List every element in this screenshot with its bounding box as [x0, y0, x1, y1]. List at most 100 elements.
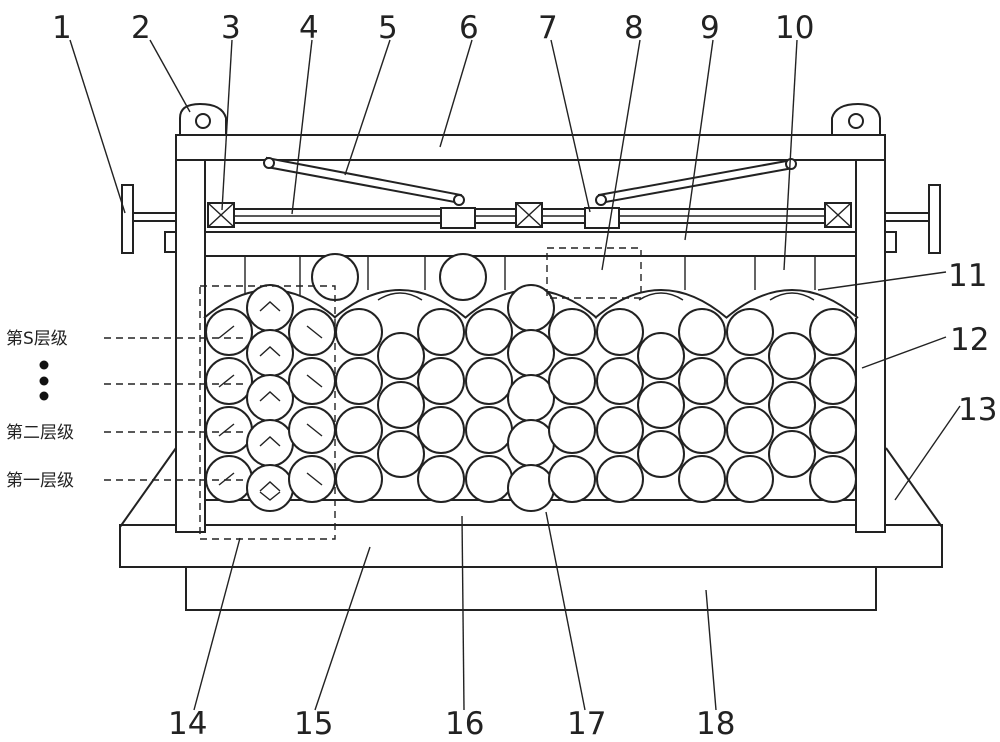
- force-chevron: [259, 391, 281, 402]
- roller: [637, 430, 685, 478]
- roller: [507, 464, 555, 512]
- part-number: 4: [299, 10, 319, 46]
- roller: [335, 455, 383, 503]
- platform: [119, 524, 943, 568]
- roller: [548, 357, 596, 405]
- roller: [465, 455, 513, 503]
- roller: [678, 357, 726, 405]
- roller: [548, 406, 596, 454]
- roller: [465, 308, 513, 356]
- roller: [548, 455, 596, 503]
- force-chevron: [218, 472, 235, 486]
- roller: [465, 406, 513, 454]
- roller-stack: [205, 284, 857, 512]
- roller: [596, 406, 644, 454]
- right-stop-block: [884, 231, 897, 253]
- guide-beam: [204, 231, 857, 257]
- force-chevron: [306, 325, 323, 339]
- right-lifting-lug: [831, 102, 881, 136]
- part-number: 5: [378, 10, 398, 46]
- part-number: 7: [538, 10, 558, 46]
- part-number: 17: [567, 706, 606, 742]
- part-number: 13: [958, 392, 997, 428]
- right-post: [855, 136, 886, 533]
- roller: [768, 332, 816, 380]
- part-number: 18: [696, 706, 735, 742]
- roller: [507, 374, 555, 422]
- roller: [246, 374, 294, 422]
- roller: [246, 419, 294, 467]
- force-chevron: [306, 472, 323, 486]
- roller: [726, 308, 774, 356]
- roller: [726, 455, 774, 503]
- roller: [809, 308, 857, 356]
- left-linkage-arm: [263, 156, 465, 206]
- left-brace: [119, 447, 177, 528]
- base-plate: [185, 564, 877, 611]
- right-brace: [885, 447, 943, 528]
- leader-lines: [69, 39, 961, 711]
- roller: [288, 455, 336, 503]
- detail-box-14: [199, 285, 336, 540]
- part-number: 14: [168, 706, 207, 742]
- roller: [205, 357, 253, 405]
- right-handwheel[interactable]: [884, 184, 941, 254]
- roller: [768, 430, 816, 478]
- roller: [637, 381, 685, 429]
- container-dividers: [244, 256, 816, 295]
- force-chevron: [218, 325, 235, 339]
- roller: [596, 308, 644, 356]
- level-s-label: 第S层级: [6, 329, 68, 349]
- force-chevron: [218, 423, 235, 437]
- part-number: 15: [294, 706, 333, 742]
- part-number: 1: [52, 10, 72, 46]
- roller: [726, 357, 774, 405]
- roller: [417, 357, 465, 405]
- bearing-center: [515, 202, 543, 228]
- part-number: 9: [700, 10, 720, 46]
- right-linkage-arm: [595, 158, 797, 206]
- left-lifting-lug: [179, 102, 227, 136]
- force-chevron: [306, 374, 323, 388]
- force-chevron: [218, 374, 235, 388]
- roller: [465, 357, 513, 405]
- left-sliding-nut: [440, 207, 476, 229]
- roller: [246, 329, 294, 377]
- roller: [246, 284, 294, 332]
- part-number: 3: [221, 10, 241, 46]
- left-handwheel[interactable]: [121, 184, 177, 254]
- roller: [678, 308, 726, 356]
- arched-cap-inner: [769, 292, 815, 301]
- bearing-right: [824, 202, 852, 228]
- roller: [678, 406, 726, 454]
- roller: [726, 406, 774, 454]
- roller: [205, 455, 253, 503]
- part-number-labels: 1 2 3 4 5 6 7 8 9 10 11 12 13 14 15 16 1…: [52, 10, 997, 742]
- top-beam: [175, 134, 886, 161]
- roller: [288, 308, 336, 356]
- roller: [548, 308, 596, 356]
- roller: [596, 357, 644, 405]
- roller: [377, 332, 425, 380]
- roller: [417, 308, 465, 356]
- part-number: 11: [948, 258, 987, 294]
- roller: [809, 357, 857, 405]
- arched-cap-inner: [377, 292, 423, 301]
- roller: [507, 329, 555, 377]
- force-chevron: [259, 301, 281, 312]
- part-number: 10: [775, 10, 814, 46]
- ellipsis-dots: [39, 360, 49, 401]
- roller: [335, 308, 383, 356]
- right-sliding-nut: [584, 207, 620, 229]
- level-2-label: 第二层级: [6, 423, 74, 443]
- roller: [377, 430, 425, 478]
- roller: [288, 357, 336, 405]
- roller: [288, 406, 336, 454]
- part-number: 6: [459, 10, 479, 46]
- roller: [596, 455, 644, 503]
- roller: [335, 357, 383, 405]
- roller: [507, 419, 555, 467]
- bearing-left: [207, 202, 235, 228]
